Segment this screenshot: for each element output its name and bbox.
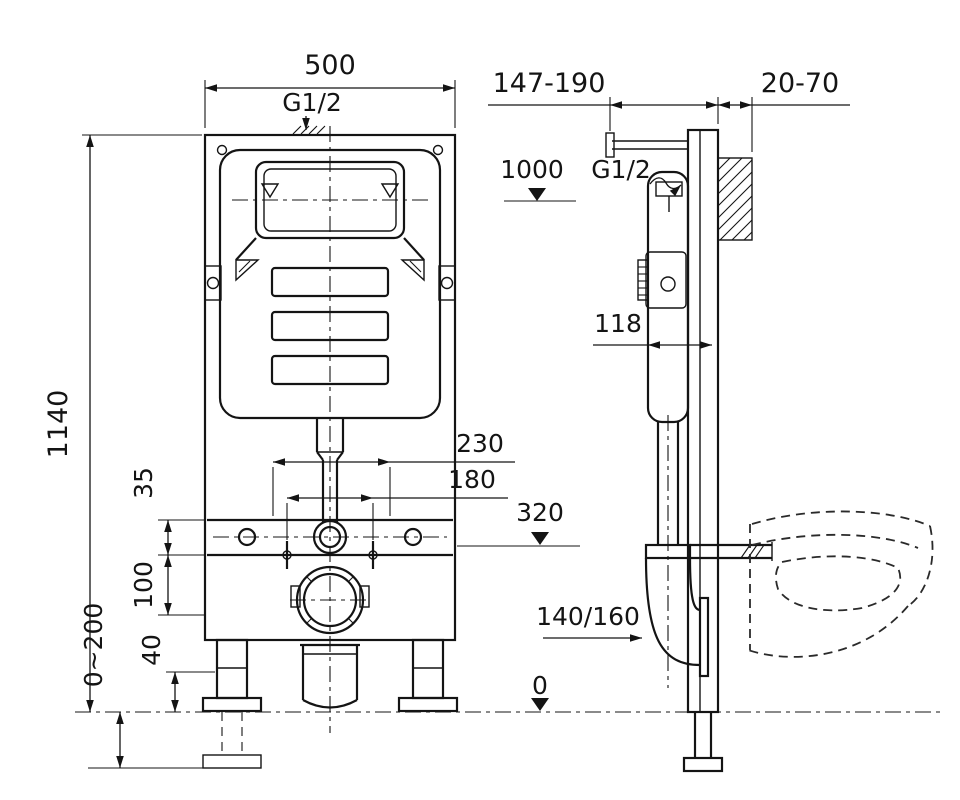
dim-35-label: 35 [129, 467, 158, 499]
waste-elbow-outer [644, 557, 701, 667]
flush-elbow-outer [312, 519, 348, 555]
dim-outlet-label: 140/160 [536, 602, 640, 631]
front-inlet-label: G1/2 [282, 88, 342, 117]
access-window-outer [254, 160, 406, 240]
pipe-coupling [644, 543, 692, 560]
dim-230-label: 230 [456, 429, 504, 458]
plate-slot-2 [270, 310, 390, 342]
toilet-bowl-outline [747, 510, 934, 658]
stud-right [368, 550, 378, 560]
stud-left [282, 550, 292, 560]
outlet-clamp-left [290, 585, 301, 608]
dim-40-label: 40 [137, 634, 166, 666]
dim-wall-range-label: 20-70 [761, 68, 839, 99]
wall-section [717, 157, 753, 241]
level-1000-marker [528, 188, 546, 201]
waste-elbow-inner [688, 557, 701, 612]
elbow-flange [698, 596, 710, 678]
level-320-label: 320 [516, 498, 564, 527]
side-view [605, 128, 934, 773]
frame-hole-left [216, 144, 228, 156]
level-0-label: 0 [532, 671, 548, 700]
level-1000-label: 1000 [500, 155, 564, 184]
outlet-clamp-right [359, 585, 370, 608]
left-leg [215, 638, 249, 700]
dim-width-label: 500 [304, 50, 356, 81]
plate-slot-3 [270, 354, 390, 386]
level-320-marker [531, 532, 549, 545]
fixing-hole-right [403, 527, 423, 547]
tank-profile [646, 170, 690, 424]
level-0-marker [531, 698, 549, 711]
plate-slot-1 [270, 266, 390, 298]
dim-180-label: 180 [448, 465, 496, 494]
side-tab-right [438, 265, 456, 301]
inlet-leader [649, 177, 682, 197]
supply-fitting [605, 132, 615, 158]
water-level-mark-right [380, 183, 400, 199]
side-inlet-label: G1/2 [591, 155, 651, 184]
cistern-outline [218, 148, 442, 420]
side-foot-plate [682, 756, 724, 773]
flush-elbow-inner [318, 525, 342, 549]
side-rail [686, 128, 720, 714]
front-dimensions: 500 G1/2 1140 230 180 35 100 [43, 50, 515, 768]
front-view [201, 126, 459, 769]
fixing-hole-left [237, 527, 257, 547]
right-foot-plate [397, 696, 459, 713]
flush-valve-unit [645, 251, 687, 309]
dim-foot-adjust-label: 0~200 [79, 603, 108, 688]
side-tab-left [204, 265, 222, 301]
frame-hole-right [432, 144, 444, 156]
dim-100-label: 100 [129, 561, 158, 609]
right-leg [411, 638, 445, 700]
extended-foot-plate [202, 754, 262, 769]
dim-118-label: 118 [594, 309, 642, 338]
water-level-mark-left [260, 183, 280, 199]
dim-depth-range-label: 147-190 [493, 68, 606, 99]
access-window-inner [263, 168, 397, 232]
valve-knob [637, 259, 649, 301]
fill-valve [655, 181, 683, 197]
left-foot-plate [201, 696, 263, 713]
side-dimensions: 147-190 20-70 1000 G1/2 118 320 140/160 … [457, 68, 850, 711]
dim-height-label: 1140 [43, 390, 74, 459]
